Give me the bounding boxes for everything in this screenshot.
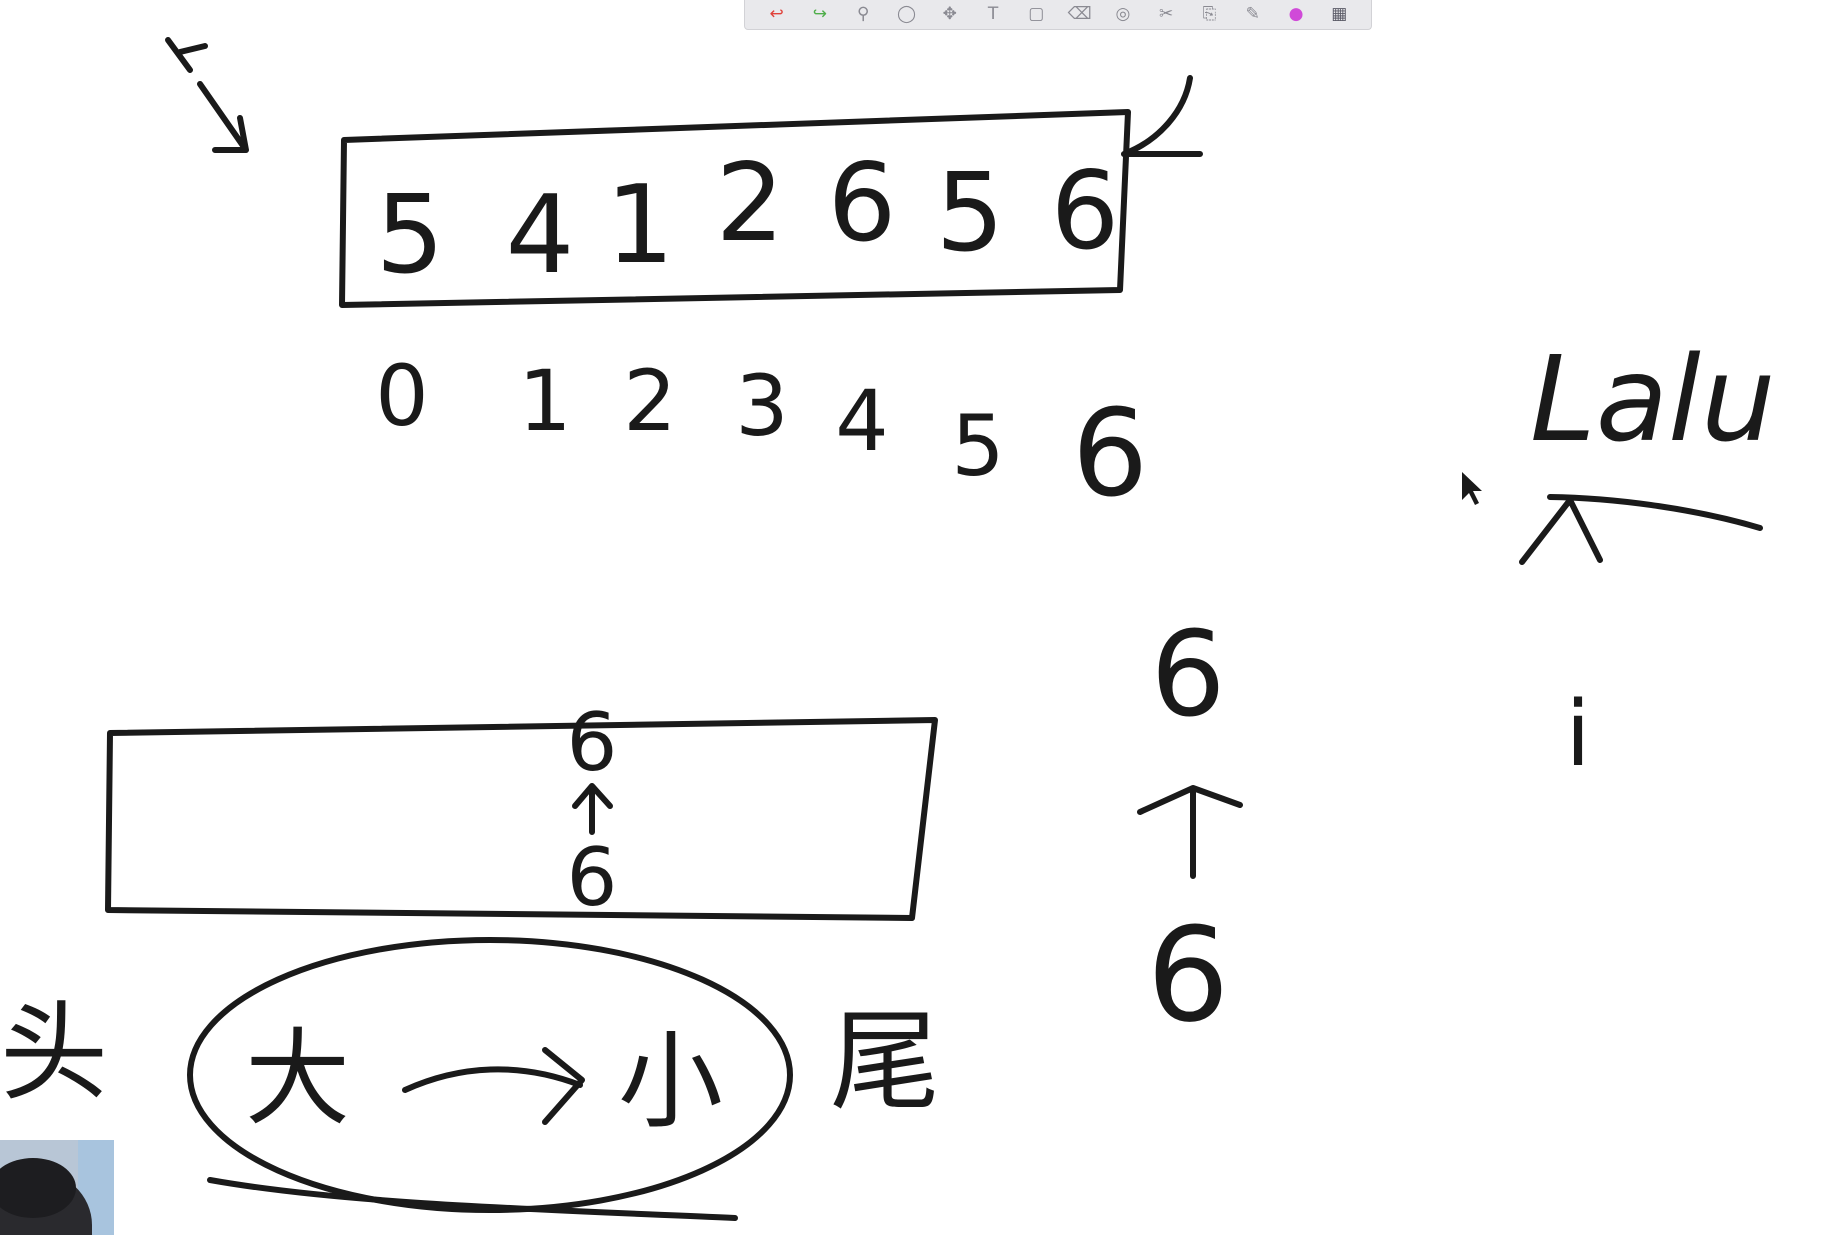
lalu-word: Lalu	[1530, 330, 1776, 468]
index-label: 3	[735, 357, 788, 455]
array-cell: 5	[376, 173, 445, 298]
index-label: 5	[951, 397, 1004, 495]
deque-value-top: 6	[567, 696, 618, 789]
tail-label: 尾	[830, 998, 940, 1126]
deque-inner-arrow	[572, 783, 613, 835]
lalu-up-arrow	[1519, 497, 1603, 565]
shape-icon[interactable]: ▢	[1028, 4, 1045, 24]
undo-icon[interactable]: ↩	[769, 4, 784, 24]
index-label: 4	[835, 372, 888, 470]
order-oval	[187, 937, 793, 1213]
chain-value-top: 6	[1150, 605, 1225, 743]
move-icon[interactable]: ✥	[942, 4, 957, 24]
stamp-icon[interactable]: ◎	[1115, 4, 1131, 24]
small-mark	[165, 37, 208, 73]
index-label: 2	[623, 352, 676, 450]
index-i-label: i	[1565, 682, 1590, 787]
webcam-person-head	[0, 1158, 76, 1218]
color-wheel-icon[interactable]: ●	[1288, 4, 1304, 24]
zoom-icon[interactable]: ⚲	[856, 4, 870, 24]
redo-icon[interactable]: ↪	[812, 4, 828, 24]
mouse-cursor-icon	[1462, 472, 1482, 505]
eraser-icon[interactable]: ⌫	[1067, 4, 1092, 24]
deque-value-bottom: 6	[567, 831, 618, 924]
index-label: 1	[518, 352, 571, 450]
array-cell: 6	[1051, 149, 1120, 274]
index-label: 6	[1072, 385, 1148, 524]
big-to-small-arrow	[402, 1047, 585, 1125]
bottom-underline	[207, 1177, 738, 1221]
array-cell: 6	[828, 141, 897, 266]
small-label: 小	[618, 1021, 723, 1143]
deque-box	[105, 717, 938, 921]
array-cell: 1	[606, 163, 675, 288]
highlighter-icon[interactable]: ✎	[1245, 4, 1260, 24]
lasso-icon[interactable]: ◯	[896, 4, 916, 24]
text-icon[interactable]: T	[987, 4, 999, 24]
clipboard-icon[interactable]: ⎘	[1202, 4, 1217, 24]
head-label: 头	[0, 991, 108, 1116]
index-label: 0	[375, 347, 428, 445]
array-box	[339, 109, 1131, 308]
array-cell: 5	[936, 151, 1005, 276]
array-cell: 4	[506, 173, 575, 298]
webcam-thumbnail	[0, 1140, 114, 1235]
chain-arrow	[1137, 785, 1243, 879]
chain-value-bottom: 6	[1147, 899, 1230, 1051]
lalu-underline	[1547, 494, 1763, 531]
big-label: 大	[245, 1018, 350, 1140]
pointer-arrow-left	[197, 81, 249, 153]
drawing-toolbar: ↩ ↪ ⚲ ◯ ✥ T ▢ ⌫ ◎ ✂ ⎘ ✎ ● ▦	[744, 0, 1372, 30]
scissors-icon[interactable]: ✂	[1159, 4, 1174, 24]
layers-icon[interactable]: ▦	[1331, 4, 1348, 24]
array-cell: 2	[716, 141, 785, 266]
pointer-arrow-right	[1121, 75, 1203, 157]
